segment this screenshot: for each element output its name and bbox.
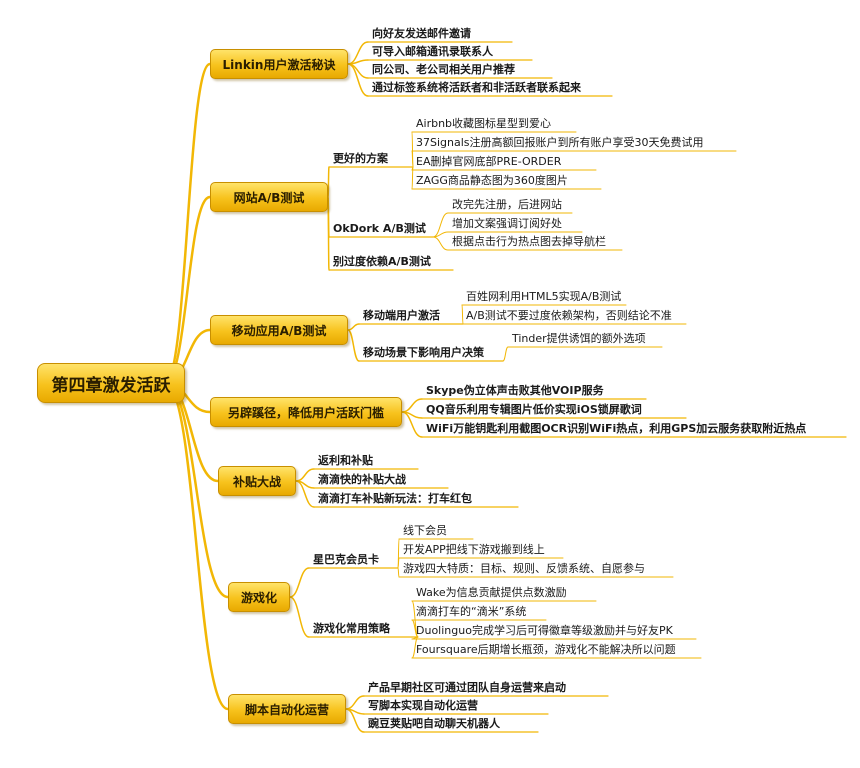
root-node[interactable]: 第四章激发活跃 [37,363,185,403]
child-topic[interactable]: 游戏化常用策略 [313,622,390,635]
branch-child-line [345,695,365,710]
branch-node[interactable]: 补贴大战 [218,466,296,496]
sub-topic[interactable]: 游戏四大特质：目标、规则、反馈系统、自愿参与 [403,562,645,575]
child-topic[interactable]: Skype伪立体声击败其他VOIP服务 [426,384,604,397]
child-topic[interactable]: 返利和补贴 [318,454,373,467]
child-sub-line [461,304,464,325]
child-topic[interactable]: 别过度依赖A/B测试 [333,255,431,268]
branch-child-line [401,398,423,413]
child-sub-line [411,166,414,190]
child-topic[interactable]: 豌豆荚贴吧自动聊天机器人 [368,717,500,730]
child-sub-line [432,212,449,238]
branch-child-line [327,166,330,198]
root-branch-line [163,62,212,385]
sub-topic[interactable]: EA删掉官网底部PRE-ORDER [416,155,562,168]
child-topic[interactable]: 向好友发送邮件邀请 [372,27,471,40]
child-topic[interactable]: 同公司、老公司相关用户推荐 [372,63,515,76]
sub-topic[interactable]: 线下会员 [403,524,447,537]
child-sub-line [502,346,509,362]
sub-topic[interactable]: Wake为信息贡献提供点数激励 [416,586,567,599]
child-topic[interactable]: QQ音乐利用专辑图片低价实现iOS锁屏歌词 [426,403,642,416]
sub-topic[interactable]: 开发APP把线下游戏搬到线上 [403,543,545,556]
sub-topic[interactable]: Tinder提供诱饵的额外选项 [512,332,646,345]
branch-node[interactable]: 网站A/B测试 [210,182,328,212]
sub-topic[interactable]: 37Signals注册高额回报账户到所有账户享受30天免费试用 [416,136,704,149]
child-topic[interactable]: 写脚本实现自动化运营 [368,699,478,712]
sub-topic[interactable]: Foursquare后期增长瓶颈，游戏化不能解决所以问题 [416,643,676,656]
branch-node[interactable]: 移动应用A/B测试 [210,315,348,345]
sub-topic[interactable]: 改完先注册，后进网站 [452,198,562,211]
branch-child-line [347,59,369,65]
branch-child-line [327,196,330,271]
child-topic[interactable]: 滴滴打车补贴新玩法：打车红包 [318,492,472,505]
branch-node[interactable]: Linkin用户激活秘诀 [210,49,348,79]
branch-child-line [289,596,310,638]
branch-node[interactable]: 另辟蹊径，降低用户活跃门槛 [210,397,402,427]
child-topic[interactable]: WiFi万能钥匙利用截图OCR识别WiFi热点，利用GPS加云服务获取附近热点 [426,422,807,435]
child-topic[interactable]: 可导入邮箱通讯录联系人 [372,45,493,58]
branch-child-line [347,329,360,362]
sub-topic[interactable]: A/B测试不要过度依赖架构，否则结论不准 [466,309,672,322]
branch-child-line [295,468,315,482]
branch-node[interactable]: 脚本自动化运营 [228,694,346,724]
root-branch-line [163,381,230,711]
sub-topic[interactable]: 滴滴打车的“滴米”系统 [416,605,527,618]
child-topic[interactable]: 滴滴快的补贴大战 [318,473,406,486]
branch-child-line [345,708,365,733]
sub-topic[interactable]: ZAGG商品静态图为360度图片 [416,174,568,187]
child-sub-line [411,636,419,659]
branch-child-line [289,567,310,598]
sub-topic[interactable]: 百姓网利用HTML5实现A/B测试 [466,290,622,303]
sub-topic[interactable]: 根据点击行为热点图去掉导航栏 [452,235,606,248]
child-topic[interactable]: 星巴克会员卡 [313,553,379,566]
child-topic[interactable]: 通过标签系统将活跃者和非活跃者联系起来 [372,81,581,94]
child-topic[interactable]: OkDork A/B测试 [333,222,426,235]
branch-child-line [401,411,423,438]
child-sub-line [432,236,449,251]
sub-topic[interactable]: Duolinguo完成学习后可得徽章等级激励并与好友PK [416,624,673,637]
child-topic[interactable]: 移动端用户激活 [363,309,440,322]
branch-child-line [347,63,369,97]
branch-node[interactable]: 游戏化 [228,582,290,612]
child-topic[interactable]: 更好的方案 [333,152,388,165]
branch-child-line [295,480,315,508]
child-topic[interactable]: 移动场景下影响用户决策 [363,346,484,359]
sub-topic[interactable]: 增加文案强调订阅好处 [452,217,562,230]
child-topic[interactable]: 产品早期社区可通过团队自身运营来启动 [368,681,566,694]
branch-child-line [347,323,360,331]
child-sub-line [397,567,400,578]
sub-topic[interactable]: Airbnb收藏图标星型到爱心 [416,117,552,130]
